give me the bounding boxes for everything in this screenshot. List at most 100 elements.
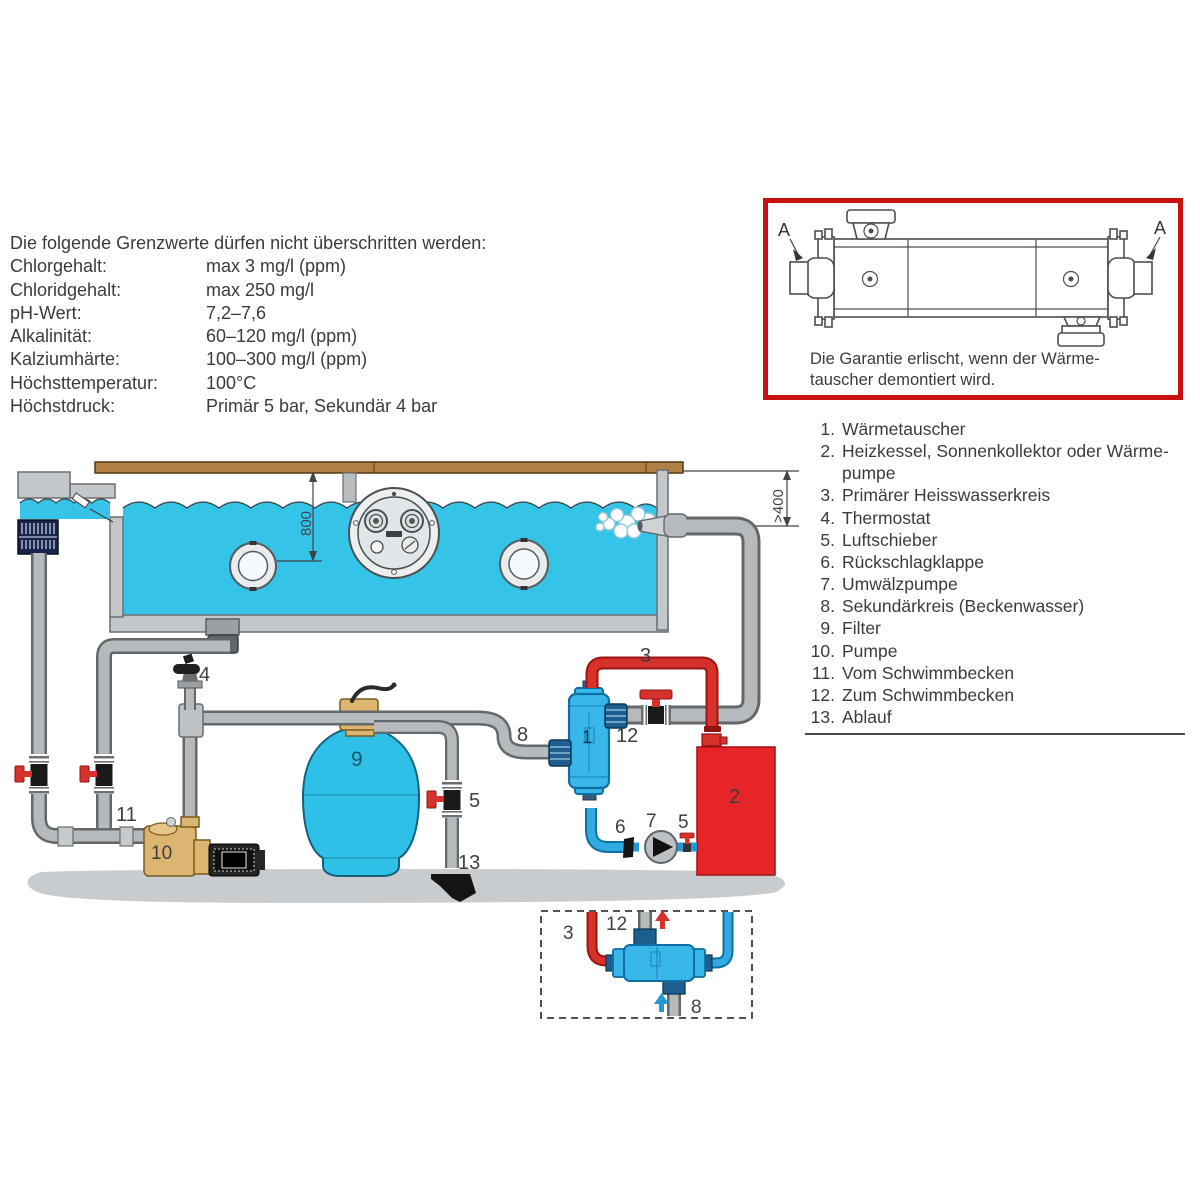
valve-handle — [14, 765, 25, 783]
limits-row: Chlorgehalt:max 3 mg/l (ppm) — [10, 255, 486, 278]
limits-row: Höchsttemperatur: 100°C — [10, 372, 486, 395]
thermostat — [173, 653, 203, 710]
hx-left-union — [805, 257, 835, 299]
label-circulation-pump: 7 — [646, 811, 657, 832]
pump-motor — [208, 843, 265, 877]
legend-item: 3.Primärer Heisswasserkreis — [820, 485, 1051, 506]
legend-item: 5.Luftschieber — [820, 529, 938, 550]
water-spray — [595, 506, 657, 539]
label-boiler: 2 — [729, 786, 740, 808]
main-drain — [205, 618, 240, 636]
deck-post — [342, 472, 357, 503]
limits-intro-text: Die folgende Grenzwerte dürfen nicht übe… — [10, 233, 487, 253]
boiler — [696, 746, 776, 876]
pool-light-left — [229, 541, 277, 591]
warranty-box: A A Die Garantie erlischt, wenn der Wärm… — [763, 198, 1183, 400]
section-a-left-label: A — [778, 220, 790, 240]
arrow-a-left — [793, 249, 803, 261]
detail-inset: 3 12 8 — [540, 910, 753, 1019]
legend-item: 2.Heizkessel, Sonnenkollektor oder Wärme… — [820, 441, 1169, 484]
legend-divider — [805, 733, 1185, 735]
detail-label-primary: 3 — [563, 923, 574, 944]
skimmer — [17, 471, 116, 555]
wall-conduit-fitting — [348, 487, 440, 579]
limit-value: Primär 5 bar, Sekundär 4 bar — [206, 396, 438, 417]
legend-item: 10.Pumpe — [810, 640, 898, 661]
pool-right-wall — [656, 469, 669, 631]
limit-term: Alkalinität: — [10, 326, 93, 347]
floor-drain — [431, 874, 476, 902]
legend-item: 13.Ablauf — [810, 707, 892, 728]
valve-handle — [79, 765, 90, 783]
limit-value: 7,2–7,6 — [206, 302, 267, 323]
warranty-caption-line1: Die Garantie erlischt, wenn der Wärme- — [810, 350, 1100, 368]
warranty-caption-line2: tauscher demontiert wird. — [810, 370, 996, 389]
warranty-caption: Die Garantie erlischt, wenn der Wärme- t… — [810, 349, 1100, 390]
detail-label-to-pool: 12 — [606, 914, 627, 935]
height-dimension-label: >400 — [770, 489, 787, 523]
check-valve — [623, 837, 634, 858]
hx-top-port-cap — [846, 209, 896, 224]
legend-item: 8.Sekundärkreis (Beckenwasser) — [820, 596, 1085, 617]
limits-row: Alkalinität: 60–120 mg/l (ppm) — [10, 325, 486, 348]
shutoff-valve-skimmer-line — [14, 754, 49, 794]
depth-dimension-label: 800 — [298, 511, 315, 536]
legend-item: 4.Thermostat — [820, 507, 931, 528]
dimension-depth: 800 — [277, 471, 322, 562]
installation-schematic: 800 >400 — [14, 461, 799, 1019]
legend-item: 9.Filter — [820, 618, 881, 639]
hx-bottom-port-cap — [1057, 332, 1105, 347]
hx-body — [833, 238, 1109, 318]
pool-light-right — [499, 538, 549, 590]
pool-deck — [94, 461, 684, 474]
heat-exchanger-drawing: A A — [778, 209, 1166, 347]
limits-intro: Die folgende Grenzwerte dürfen nicht übe… — [10, 232, 486, 255]
detail-heat-exchanger — [605, 928, 713, 995]
heat-exchanger — [548, 680, 628, 801]
limits-row: Höchstdruck:Primär 5 bar, Sekundär 4 bar — [10, 395, 486, 418]
hx-union-right — [604, 703, 628, 729]
skimmer-weir — [71, 492, 91, 509]
inlet-jet — [595, 506, 689, 539]
legend-item: 1.Wärmetauscher — [820, 419, 966, 439]
label-primary-circuit: 3 — [640, 645, 651, 667]
legend-item: 11.Vom Schwimmbecken — [811, 662, 1015, 683]
swimming-pool — [17, 469, 689, 654]
legend-item: 12.Zum Schwimmbecken — [810, 684, 1015, 705]
flow-arrow-up-red — [655, 910, 670, 929]
label-air-valve-left: 5 — [469, 790, 480, 812]
limits-row: pH-Wert: 7,2–7,6 — [10, 302, 486, 325]
ground — [27, 869, 785, 903]
hx-right-union — [1107, 257, 1137, 299]
pipe-coupling — [57, 826, 74, 847]
valve-handle — [426, 790, 437, 809]
limit-value: 60–120 mg/l (ppm) — [206, 326, 358, 347]
label-drain: 13 — [458, 852, 480, 874]
label-check-valve: 6 — [615, 817, 626, 838]
arrow-a-right — [1146, 248, 1156, 260]
limits-row: Chloridgehalt: max 250 mg/l — [10, 279, 486, 302]
hx-union-left — [548, 739, 572, 767]
label-to-pool: 12 — [616, 725, 638, 747]
limit-term: Chloridgehalt: — [10, 279, 122, 300]
shutoff-valve-drain-line — [79, 754, 114, 794]
label-filter: 9 — [351, 748, 363, 771]
water-limits-table: Die folgende Grenzwerte dürfen nicht übe… — [10, 232, 486, 418]
pump-outlet — [180, 816, 200, 828]
limit-value: max 250 mg/l — [206, 279, 315, 300]
section-a-right-label: A — [1154, 218, 1166, 238]
limit-value: 100–300 mg/l (ppm) — [206, 349, 368, 370]
air-valve-left — [426, 780, 462, 818]
legend-item: 6.Rückschlagklappe — [820, 551, 985, 572]
legend-list: 1.Wärmetauscher 2.Heizkessel, Sonnenkoll… — [802, 418, 1198, 728]
legend-item: 7.Umwälzpumpe — [820, 574, 958, 595]
air-valve-right — [679, 832, 695, 852]
pool-floor — [109, 614, 669, 633]
return-valve — [639, 689, 673, 726]
multiport-handle — [350, 684, 395, 703]
limit-value: max 3 mg/l (ppm) — [206, 256, 347, 277]
limit-term: Höchsttemperatur: — [10, 372, 159, 393]
limit-value: 100°C — [206, 372, 257, 393]
limits-row: Kalziumhärte:100–300 mg/l (ppm) — [10, 348, 486, 371]
limit-term: pH-Wert: — [10, 302, 82, 323]
